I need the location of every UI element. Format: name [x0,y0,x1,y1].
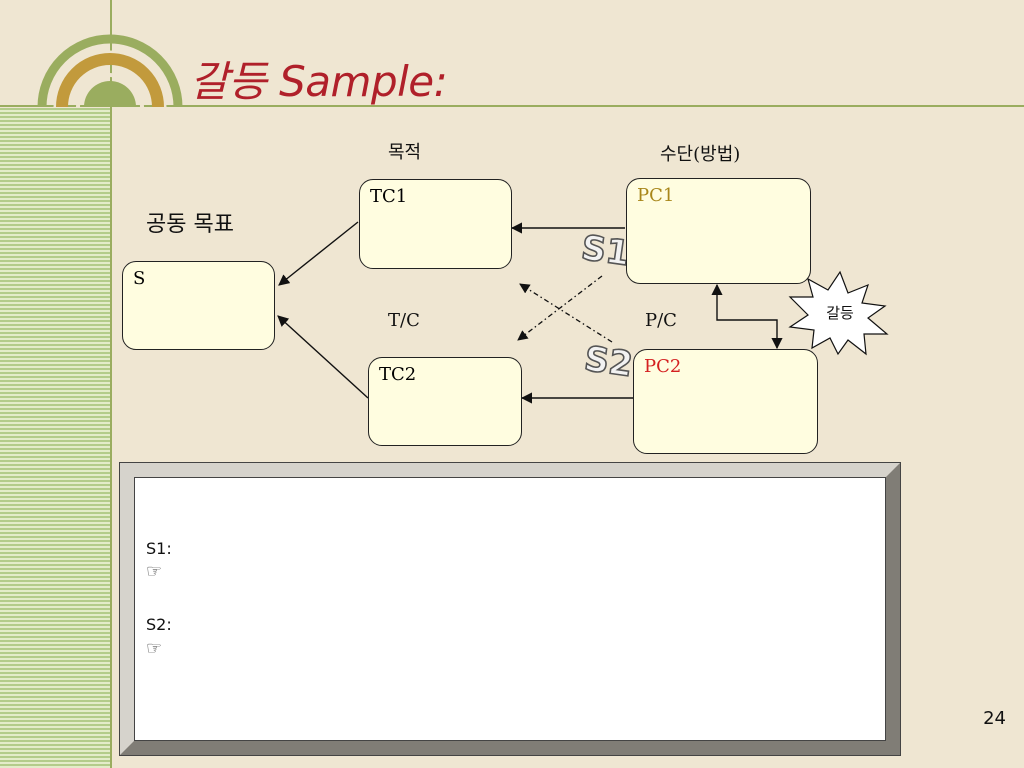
arrow-pc1-pc2-conflict [711,283,783,350]
page-number: 24 [983,708,1006,729]
slide-title: 갈등 Sample: [190,57,448,106]
conflict-label: 갈등 [826,304,854,322]
box-pc2-label: PC2 [644,356,682,377]
arrow-tc2-to-s [277,315,369,399]
decorative-stripes [0,108,110,768]
box-pc1-label: PC1 [637,185,675,206]
label-tc: T/C [388,310,420,331]
conflict-starburst-icon [788,270,889,356]
s1-pointer-icon: ☞ [146,561,163,582]
box-pc1: PC1 [626,178,811,284]
box-pc2: PC2 [633,349,818,454]
box-tc1-label: TC1 [370,186,408,207]
dash-cross-2 [517,275,603,341]
dash-cross-1 [519,283,613,343]
box-tc2-label: TC2 [379,364,417,385]
arc-logo-icon [37,34,183,107]
label-pc: P/C [645,310,677,331]
box-s-label: S [133,268,146,289]
badge-s2: S2 [582,339,635,385]
label-means: 수단(방법) [660,144,741,165]
label-common-goal: 공동 목표 [146,212,234,237]
badge-s1: S1 [579,228,632,274]
arrow-tc1-to-s [278,221,359,286]
label-purpose: 목적 [388,142,422,163]
s1-label: S1: [146,539,172,558]
s2-pointer-icon: ☞ [146,638,163,659]
s2-label: S2: [146,615,172,634]
notes-panel [120,463,900,755]
vertical-divider [110,0,112,768]
box-s: S [122,261,275,350]
box-tc2: TC2 [368,357,522,446]
horizontal-divider [0,105,1024,107]
box-tc1: TC1 [359,179,512,269]
